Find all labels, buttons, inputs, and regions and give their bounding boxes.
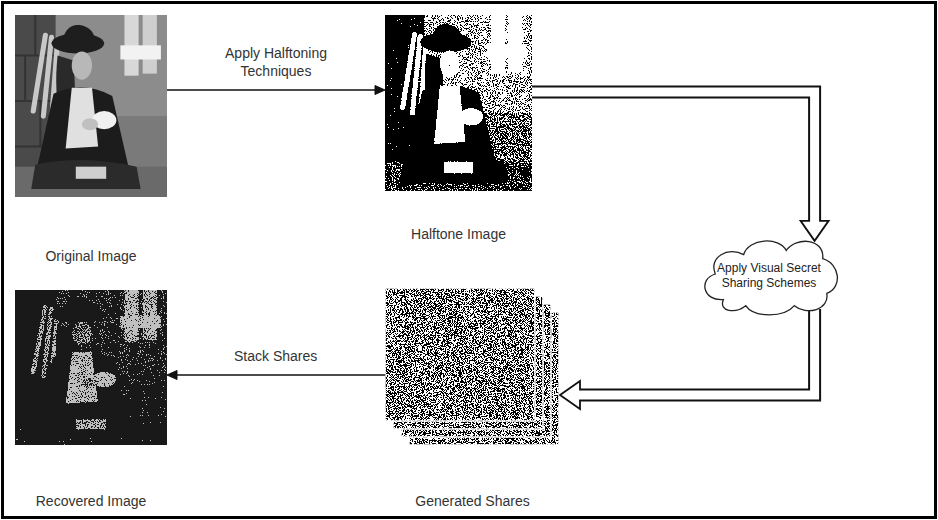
image-node: Halftone Image — [385, 15, 532, 243]
edge-label: Stack Shares — [232, 347, 319, 365]
cloud-shape — [705, 241, 838, 315]
arrow-head — [167, 371, 177, 380]
image-caption: Halftone Image — [365, 225, 552, 243]
arrow-line — [175, 374, 385, 376]
arrow-shaft-inner — [577, 309, 815, 395]
share-edge — [385, 288, 535, 421]
arrow-shaft — [580, 309, 815, 395]
image-node: Recovered Image — [15, 290, 167, 510]
image-caption: Original Image — [0, 247, 187, 265]
original-photo — [15, 15, 167, 197]
image-node: Generated Shares — [385, 288, 560, 510]
arrow-shaft — [532, 92, 815, 221]
halftone-photo — [385, 15, 532, 191]
recovered-photo — [15, 290, 167, 445]
arrow-head — [375, 86, 385, 95]
arrow-connector — [167, 371, 385, 380]
hollow-arrow — [532, 92, 829, 241]
image-node: Original Image — [15, 15, 167, 265]
share-stack — [385, 288, 559, 445]
node-text: Apply Visual Secret Sharing Schemes — [708, 261, 830, 291]
image-caption: Generated Shares — [365, 492, 580, 510]
arrow-connector — [167, 86, 385, 95]
hollow-arrow — [560, 309, 815, 409]
share-image — [385, 288, 535, 421]
cloud-process: Apply Visual Secret Sharing Schemes — [693, 228, 845, 320]
arrow-line — [167, 89, 377, 91]
arrow-shaft-inner — [532, 92, 815, 224]
image-caption: Recovered Image — [0, 492, 187, 510]
edge-label: Apply Halftoning Techniques — [204, 44, 348, 80]
